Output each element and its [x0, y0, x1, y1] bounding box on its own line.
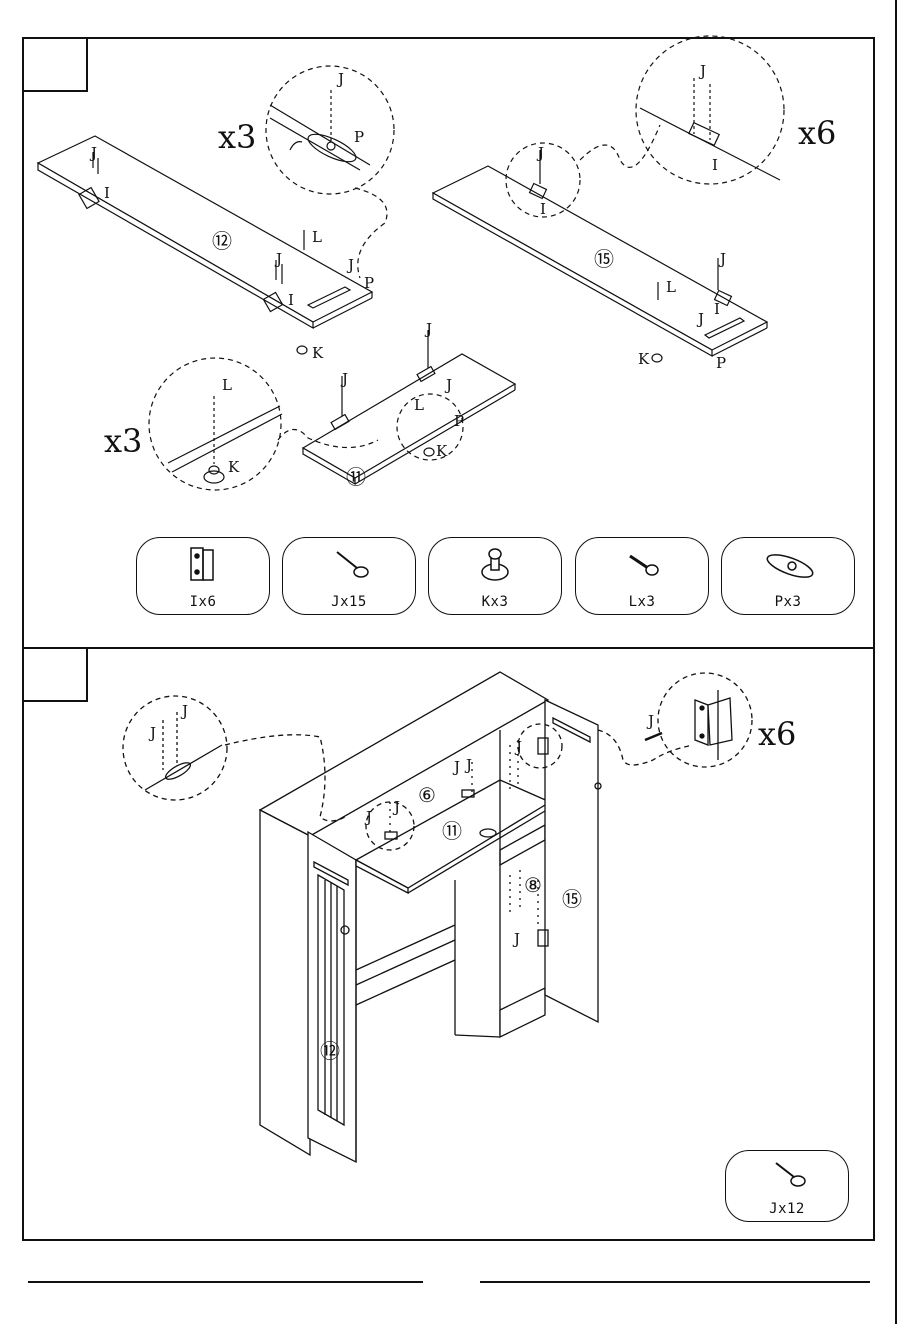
part-label: Jx12	[726, 1201, 848, 1217]
label-P: P	[454, 412, 464, 430]
svg-text:J: J	[180, 702, 188, 720]
label-L: L	[666, 278, 676, 296]
panel-number-12: ⑫	[212, 229, 232, 253]
multiplier-x3-top: x3	[218, 118, 256, 156]
part-card-L: Lx3	[575, 537, 709, 615]
part-label: Lx3	[576, 594, 708, 610]
panel-number-15: ⑮	[562, 887, 582, 911]
label-I: I	[540, 200, 546, 218]
part-label: Px3	[722, 594, 854, 610]
label-J: J	[718, 250, 726, 268]
label-J: J	[444, 376, 452, 394]
part-label: Jx15	[283, 594, 415, 610]
panel-number-6: ⑥	[418, 783, 436, 807]
part-label: Kx3	[429, 594, 561, 610]
multiplier-x6-step2: x6	[758, 715, 796, 753]
label-J: J	[346, 256, 354, 274]
svg-text:J: J	[148, 724, 156, 742]
part-label: Ix6	[137, 594, 269, 610]
label-J: J	[424, 320, 432, 338]
panel-number-12: ⑫	[320, 1039, 340, 1063]
label-I: I	[104, 184, 110, 202]
part-card-P: Px3	[721, 537, 855, 615]
panel-number-15: ⑮	[594, 247, 614, 271]
multiplier-x3-bottom: x3	[104, 422, 142, 460]
svg-text:J: J	[512, 930, 520, 948]
svg-text:J: J	[392, 798, 400, 816]
label-L: L	[414, 396, 424, 414]
label-J: J	[274, 250, 282, 268]
label-K: K	[638, 350, 650, 368]
label-J: J	[536, 144, 544, 162]
multiplier-x6-top: x6	[798, 114, 836, 152]
label-J: J	[336, 70, 344, 88]
label-J: J	[340, 370, 348, 388]
footer-rule-right	[480, 1281, 870, 1283]
svg-text:J: J	[514, 738, 522, 756]
label-I: I	[288, 291, 294, 309]
label-P: P	[364, 274, 374, 292]
svg-text:J: J	[646, 712, 654, 730]
svg-text:J: J	[464, 756, 472, 774]
label-L: L	[312, 228, 322, 246]
footer-rule-left	[28, 1281, 423, 1283]
part-card-I: Ix6	[136, 537, 270, 615]
label-P: P	[354, 128, 364, 146]
part-card-K: Kx3	[428, 537, 562, 615]
label-L: L	[222, 376, 232, 394]
svg-text:J: J	[364, 808, 372, 826]
label-J: J	[696, 310, 704, 328]
part-card-J: Jx15	[282, 537, 416, 615]
label-K: K	[228, 458, 240, 476]
label-J: J	[698, 62, 706, 80]
label-P: P	[716, 354, 726, 372]
panel-number-8: ⑧	[524, 873, 542, 897]
label-J: J	[89, 144, 97, 162]
svg-text:J: J	[452, 758, 460, 776]
part-card-J-step2: Jx12	[725, 1150, 849, 1222]
label-K: K	[436, 442, 448, 460]
label-K: K	[312, 344, 324, 362]
label-I: I	[712, 156, 718, 174]
panel-number-11: ⑪	[442, 819, 462, 843]
label-I: I	[714, 300, 720, 318]
panel-number-11: ⑪	[346, 465, 366, 489]
